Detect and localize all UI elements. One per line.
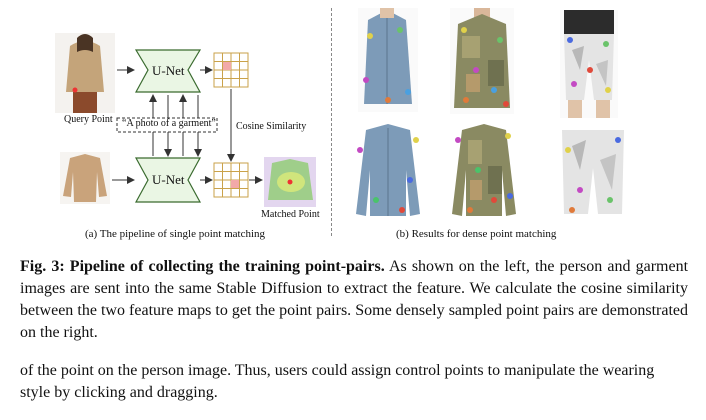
unet-bottom-label: U-Net <box>152 172 185 187</box>
person-photo <box>55 33 115 113</box>
heatmap-result <box>264 157 316 207</box>
camo-garment-photo <box>452 124 516 216</box>
cosine-similarity-label: Cosine Similarity <box>236 121 307 132</box>
pants-person-photo <box>560 10 618 118</box>
prompt-text: “A photo of a garment” <box>122 118 216 129</box>
pipeline-figure: U-Net U-Net “A photo of a garment” Query… <box>0 0 330 245</box>
dense-results-images <box>356 8 624 216</box>
garment-photo <box>60 152 110 204</box>
panel-divider <box>331 8 332 236</box>
unet-bottom-block <box>134 157 202 203</box>
unet-top-label: U-Net <box>152 63 185 78</box>
denim-person-photo <box>358 8 418 112</box>
prompt-box <box>116 117 218 133</box>
unet-top-block <box>134 49 202 93</box>
caption-text: As shown on the left, the person and gar… <box>20 258 689 341</box>
figure-caption: Fig. 3: Pipeline of collecting the train… <box>20 256 688 344</box>
keypoint-dots <box>357 27 621 213</box>
query-point-label: Query Point <box>64 114 113 125</box>
grid-highlight-cell <box>223 62 231 70</box>
fig-label: Fig. 3: <box>20 258 65 275</box>
body-paragraph: of the point on the person image. Thus, … <box>20 362 655 401</box>
left-sublabel: (a) The pipeline of single point matchin… <box>85 228 266 240</box>
right-sublabel: (b) Results for dense point matching <box>396 228 557 240</box>
camo-person-photo <box>450 8 514 114</box>
pants-garment-photo <box>562 130 624 214</box>
fig-title: Pipeline of collecting the training poin… <box>69 258 385 275</box>
denim-garment-photo <box>356 124 420 216</box>
dense-results: (b) Results for dense point matching <box>340 0 700 245</box>
matched-point-label: Matched Point <box>261 209 320 220</box>
pipeline-diagram <box>55 33 316 207</box>
